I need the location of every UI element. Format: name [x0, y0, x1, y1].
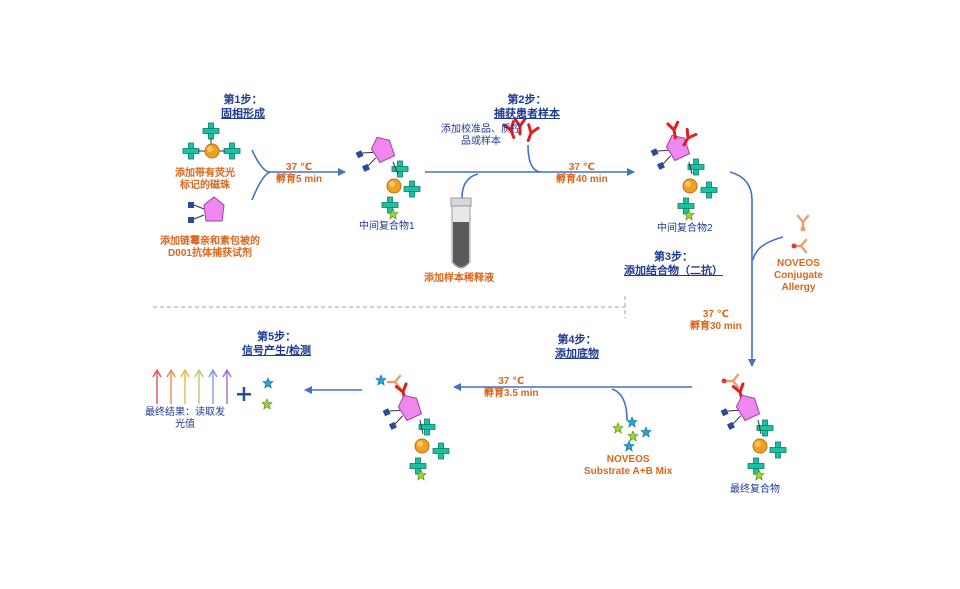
condition-step2: 37 ℃ 孵育40 min: [556, 162, 608, 185]
step3-title: 第3步： 添加结合物（二抗）: [624, 251, 723, 277]
result-label: 最终结果：读取发 光值: [145, 407, 225, 430]
condition-step4: 37 ℃ 孵育3.5 min: [484, 376, 539, 399]
final-complex-label: 最终复合物: [730, 484, 780, 495]
fluorescent-bead-icon: [182, 122, 241, 160]
substrate-label: NOVEOS Substrate A+B Mix: [584, 454, 673, 477]
arrow-step3-conjugate-branch: [752, 236, 784, 261]
test-tube-icon: [450, 197, 472, 269]
light-emission-icon: [152, 368, 232, 404]
calibrator-label: 添加校准品、质控 品或样本: [441, 124, 521, 147]
step4-title: 第4步： 添加底物: [555, 334, 599, 360]
complex2-icon: [648, 120, 718, 221]
condition-step3: 37 ℃ 孵育30 min: [690, 309, 742, 332]
beads-label: 添加带有荧光 标记的磁珠: [175, 168, 235, 191]
complex1-label: 中间复合物1: [359, 221, 415, 232]
plus-icon: [237, 387, 251, 401]
arrow-step2-diluent-branch: [461, 173, 479, 199]
capture-reagent-icon: [187, 196, 225, 224]
arrow-step2-sample-branch: [527, 144, 541, 173]
complex1-icon: [353, 132, 421, 220]
emitted-green-star-icon: [261, 398, 273, 410]
step2-title: 第2步： 捕获患者样本: [494, 94, 560, 120]
arrow-step1-branch: [251, 171, 271, 201]
emitted-blue-star-icon: [262, 377, 274, 389]
step1-title: 第1步： 固相形成: [221, 94, 265, 120]
conjugate-label: NOVEOS Conjugate Allergy: [774, 258, 823, 293]
arrow-step3: [729, 171, 756, 367]
arrow-step4-substrate-branch: [611, 388, 628, 421]
conjugate-icon: [791, 214, 810, 254]
step5-title: 第5步： 信号产生/检测: [242, 331, 312, 357]
final-complex-icon: [718, 373, 787, 481]
condition-step1: 37 ℃ 孵育5 min: [276, 162, 323, 185]
signal-complex-icon: [375, 374, 450, 481]
diluent-label: 添加样本稀释液: [424, 273, 494, 284]
complex2-label: 中间复合物2: [657, 223, 713, 234]
substrate-icon: [612, 416, 652, 452]
capture-reagent-label: 添加链霉亲和素包被的 D001抗体捕获试剂: [160, 236, 260, 259]
